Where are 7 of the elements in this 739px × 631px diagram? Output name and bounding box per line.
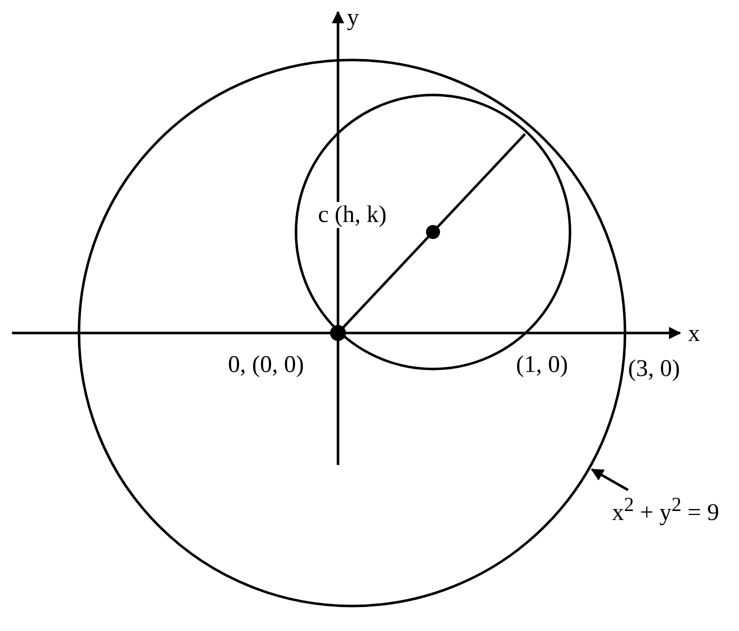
point-label: c (h, k) <box>318 202 387 228</box>
leader-arrow <box>590 468 629 492</box>
large-circle <box>78 58 626 608</box>
point-label: (3, 0) <box>628 356 680 382</box>
point-label: (1, 0) <box>516 352 568 378</box>
equation-label: x$^{2}$ + y$^{2}$ = 9 <box>612 494 720 526</box>
point-label: 0, (0, 0) <box>228 352 304 378</box>
